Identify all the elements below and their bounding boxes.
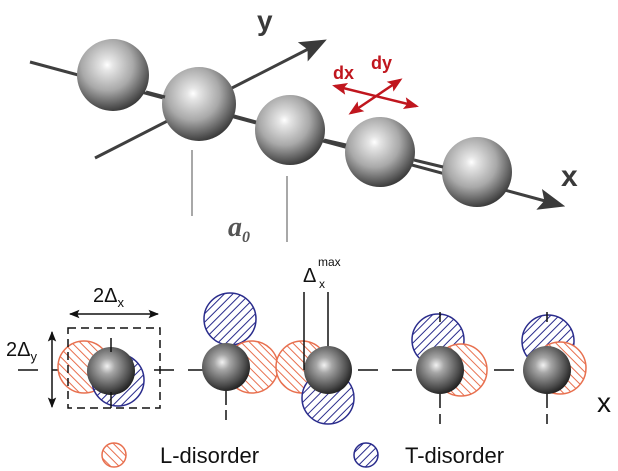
atom-sphere — [304, 346, 352, 394]
bottom-x-axis-label: x — [597, 387, 611, 418]
t-disorder-circle — [203, 292, 257, 346]
dy-label: dy — [371, 53, 392, 73]
two-delta-x-label: 2Δx — [93, 285, 124, 310]
chain-atom-3 — [255, 95, 325, 165]
y-axis-label: y — [257, 5, 273, 36]
legend-l-disorder-label: L-disorder — [160, 443, 259, 468]
dx-label: dx — [333, 63, 354, 83]
atom-group-3: Δ max x — [275, 255, 355, 425]
disorder-2d: 2Δx 2Δy Δ max x — [6, 255, 611, 468]
atom-group-1: 2Δx 2Δy — [6, 285, 161, 409]
atom-sphere — [87, 347, 135, 395]
chain-3d: y x a0 dx dy — [29, 5, 578, 246]
atom-sphere — [523, 346, 571, 394]
chain-atom-2 — [162, 67, 236, 141]
atom-group-4 — [411, 312, 488, 424]
disorder-bound-box — [67, 327, 161, 409]
delta-x-max-sup: max — [318, 255, 341, 269]
chain-atom-5 — [442, 137, 512, 207]
atom-sphere — [202, 343, 250, 391]
atom-sphere — [416, 346, 464, 394]
delta-x-max-label: Δ — [303, 265, 316, 287]
legend: L-disorder T-disorder — [101, 442, 504, 468]
atom-group-5 — [521, 312, 587, 424]
lattice-constant-label: a0 — [228, 212, 250, 246]
atom-group-2 — [202, 292, 279, 420]
delta-x-max-sub: x — [319, 277, 325, 291]
two-delta-y-label: 2Δy — [6, 339, 37, 364]
chain-atom-4 — [345, 117, 415, 187]
dxdy-arrows: dx dy — [332, 53, 419, 115]
legend-l-disorder-swatch — [101, 442, 127, 468]
chain-atom-1 — [77, 39, 149, 111]
x-axis-label: x — [561, 160, 578, 193]
legend-t-disorder-label: T-disorder — [405, 443, 504, 468]
legend-t-disorder-swatch — [353, 442, 379, 468]
